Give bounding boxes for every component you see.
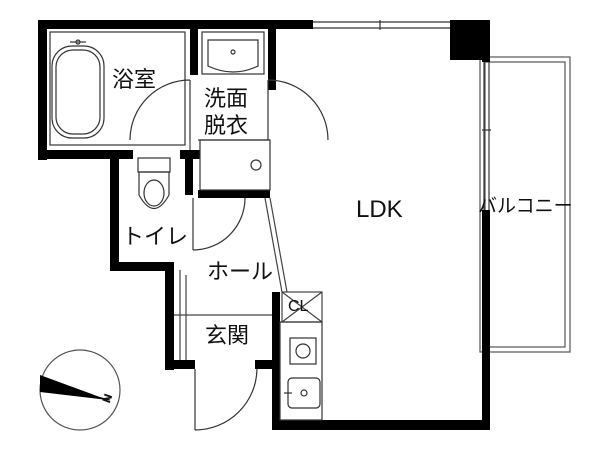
room-label-bath: 浴室	[112, 68, 157, 93]
sink-icon	[284, 377, 321, 409]
room-label-washroom-line1: 洗面	[204, 87, 249, 112]
room-label-closet: CL	[288, 298, 309, 315]
room-label-toilet: トイレ	[122, 225, 189, 250]
room-label-hall: ホール	[207, 260, 274, 285]
walls	[38, 20, 490, 430]
room-label-balcony: バルコニー	[478, 195, 573, 217]
balcony-window	[482, 62, 491, 210]
bathtub-icon	[49, 31, 186, 146]
toilet-icon	[137, 157, 171, 210]
door-swings	[129, 79, 329, 431]
room-label-washroom-line2: 脱衣	[204, 114, 249, 139]
compass-icon	[39, 349, 121, 431]
room-label-entrance: 玄関	[205, 324, 250, 349]
stove-icon	[279, 321, 323, 421]
window-top	[313, 20, 450, 30]
wash-basin-icon	[201, 31, 265, 75]
room-label-ldk: LDK	[356, 196, 403, 223]
washing-machine-pan-icon	[199, 139, 271, 191]
